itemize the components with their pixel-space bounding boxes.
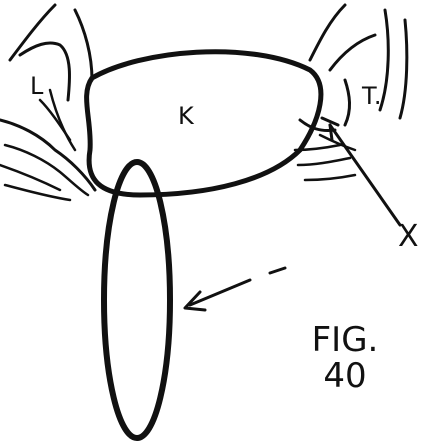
label-x: X (398, 222, 419, 252)
label-k: K (178, 104, 194, 128)
hanging-loop (104, 162, 170, 438)
label-t: T. (362, 84, 381, 108)
x-pointer-line (330, 125, 400, 225)
caption-number: 40 (290, 358, 400, 394)
caption-fig: FIG. (290, 322, 400, 358)
figure-caption: FIG. 40 (290, 322, 400, 394)
left-hand (0, 5, 95, 200)
label-l: L (30, 74, 43, 98)
direction-arrow-dash (270, 268, 285, 273)
